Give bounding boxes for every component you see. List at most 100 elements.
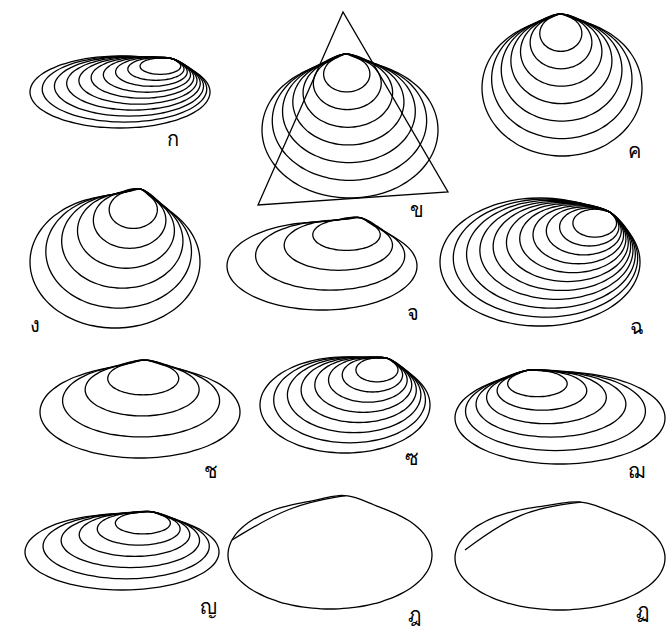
growth-line <box>109 189 157 229</box>
growth-line <box>540 14 582 51</box>
growth-line <box>91 57 194 98</box>
growth-line <box>115 512 170 534</box>
triangle-outline <box>258 12 448 205</box>
shell-group <box>25 14 665 610</box>
growth-line <box>260 357 430 453</box>
growth-line <box>573 209 617 237</box>
growth-line <box>324 54 370 92</box>
figure-letter: ญ <box>198 596 219 618</box>
growth-line <box>43 511 209 578</box>
shell-ridge <box>465 502 581 550</box>
growth-line <box>315 358 412 413</box>
growth-line <box>228 496 432 609</box>
figure-letter: ฎ <box>406 604 423 626</box>
growth-line <box>301 357 416 422</box>
growth-line <box>487 370 607 424</box>
figure-letter: ซ <box>403 447 421 469</box>
growth-line <box>440 198 640 326</box>
growth-line <box>40 360 240 458</box>
growth-line <box>466 370 646 451</box>
shell-drawing <box>262 54 438 198</box>
shell-drawing <box>482 14 642 156</box>
growth-line <box>287 357 420 432</box>
growth-line <box>78 189 175 268</box>
growth-line <box>493 202 630 290</box>
growth-line <box>54 56 203 116</box>
growth-line <box>103 57 190 92</box>
growth-line <box>62 189 183 288</box>
growth-line <box>533 206 624 264</box>
growth-line <box>560 208 619 246</box>
growth-line <box>67 57 201 110</box>
growth-line <box>262 54 438 198</box>
growth-line <box>497 370 587 410</box>
growth-line <box>283 54 416 162</box>
growth-line <box>227 217 417 310</box>
growth-line <box>511 14 612 104</box>
figure-letter: ฏ <box>634 600 651 622</box>
growth-line <box>93 189 166 249</box>
figure-letter: ฌ <box>626 460 647 482</box>
growth-line <box>79 512 190 557</box>
shell-drawing <box>227 217 417 310</box>
growth-line <box>467 200 636 308</box>
growth-line <box>455 370 665 464</box>
figure-letter: ช <box>202 460 220 482</box>
shell-drawing <box>30 56 210 128</box>
growth-line <box>293 54 404 145</box>
growth-line <box>508 370 568 397</box>
figure-letter: ง <box>28 314 42 336</box>
growth-line <box>482 14 642 156</box>
growth-line <box>25 511 219 590</box>
growth-line <box>128 58 184 80</box>
shell-drawing <box>30 189 200 328</box>
shell-drawing <box>455 502 665 610</box>
growth-line <box>274 357 426 443</box>
shell-ridge <box>232 496 345 540</box>
growth-line <box>30 56 210 128</box>
figure-letter: ฉ <box>628 316 646 338</box>
shell-drawing <box>440 198 640 326</box>
growth-line <box>530 14 592 69</box>
growth-line <box>272 54 426 180</box>
growth-line <box>476 370 626 437</box>
growth-line <box>480 201 633 299</box>
growth-line <box>520 205 626 273</box>
growth-line <box>313 54 381 109</box>
growth-line <box>492 14 632 139</box>
shell-drawing <box>228 496 432 609</box>
shell-drawing <box>260 357 430 453</box>
growth-line <box>284 217 392 270</box>
growth-line <box>329 358 408 402</box>
growth-line <box>501 14 622 121</box>
growth-line <box>116 58 188 87</box>
growth-line <box>108 360 179 395</box>
growth-line <box>42 56 207 122</box>
growth-line <box>79 57 197 104</box>
growth-line <box>455 502 665 610</box>
growth-line <box>356 358 398 382</box>
growth-line <box>97 512 180 546</box>
growth-line <box>506 204 628 282</box>
growth-line <box>61 511 199 567</box>
growth-line <box>63 360 220 437</box>
figure-letter: ข <box>408 199 426 221</box>
growth-line <box>521 14 602 86</box>
shell-drawing <box>40 360 240 458</box>
growth-line <box>46 189 192 308</box>
shell-drawing <box>455 370 665 464</box>
growth-line <box>30 189 200 328</box>
figure-letter: ก <box>165 128 181 150</box>
growth-line <box>342 358 402 392</box>
growth-line <box>85 360 199 416</box>
growth-line <box>453 199 637 317</box>
figure-letter: จ <box>405 302 421 324</box>
growth-line <box>256 217 405 290</box>
growth-line <box>140 58 181 74</box>
figure-letter: ค <box>626 140 643 162</box>
shell-drawing <box>25 511 219 590</box>
growth-line <box>303 54 393 127</box>
growth-line <box>546 207 621 255</box>
